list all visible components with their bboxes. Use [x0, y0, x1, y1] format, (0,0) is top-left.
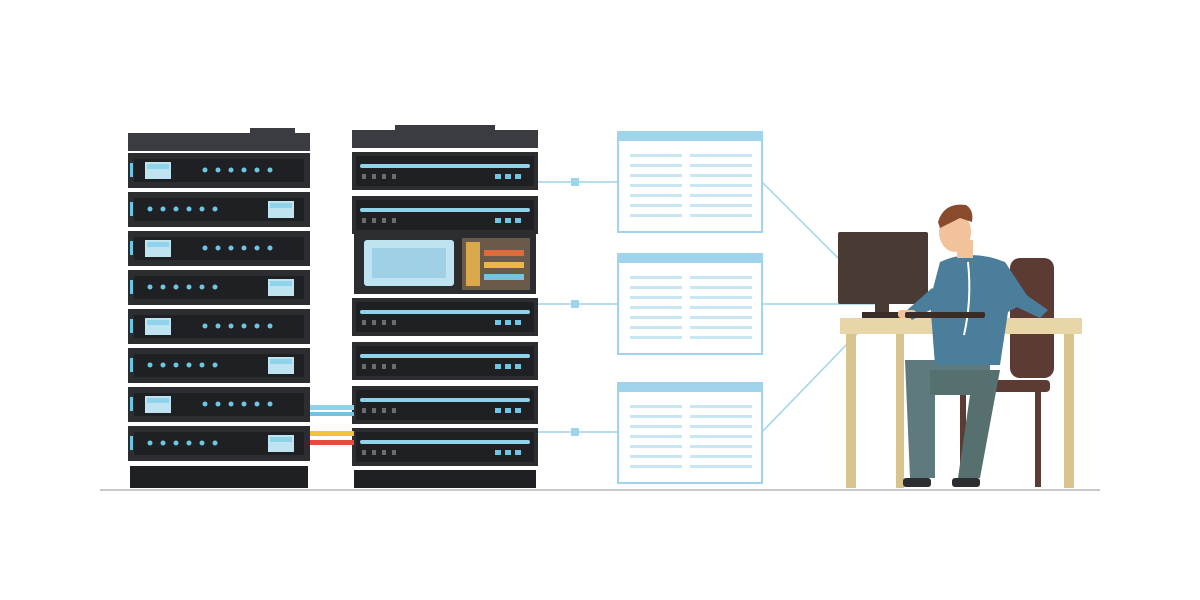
server-unit: [128, 153, 310, 188]
connector-nodes: [571, 178, 579, 436]
server-unit: [128, 387, 310, 422]
server-unit: [352, 196, 538, 234]
data-window-icon: [617, 253, 763, 355]
server-unit: [352, 152, 538, 190]
server-unit: [128, 426, 310, 461]
data-window-icon: [617, 131, 763, 233]
desk-leg-left: [846, 334, 856, 488]
right-rack-units: [352, 152, 538, 466]
server-unit: [352, 428, 538, 466]
server-rack-right: [352, 125, 538, 488]
data-window-icon: [617, 382, 763, 484]
operator-workstation: [838, 204, 1082, 488]
server-unit: [128, 231, 310, 266]
left-rack-units: [128, 153, 310, 461]
panel-to-computer-lines: [761, 181, 881, 433]
rack-cables: [310, 405, 354, 445]
server-unit: [128, 270, 310, 305]
server-unit: [352, 342, 538, 380]
keyboard-icon: [905, 312, 985, 318]
server-unit: [128, 192, 310, 227]
server-unit: [128, 348, 310, 383]
data-panels: [617, 131, 763, 484]
desk-leg-right: [1064, 334, 1074, 488]
server-unit: [352, 386, 538, 424]
operator-person: [898, 204, 1048, 487]
server-unit: [128, 309, 310, 344]
server-unit: [352, 298, 538, 336]
open-server-bay: [354, 232, 536, 294]
monitor-icon: [838, 232, 928, 318]
server-rack-left: [128, 128, 310, 488]
